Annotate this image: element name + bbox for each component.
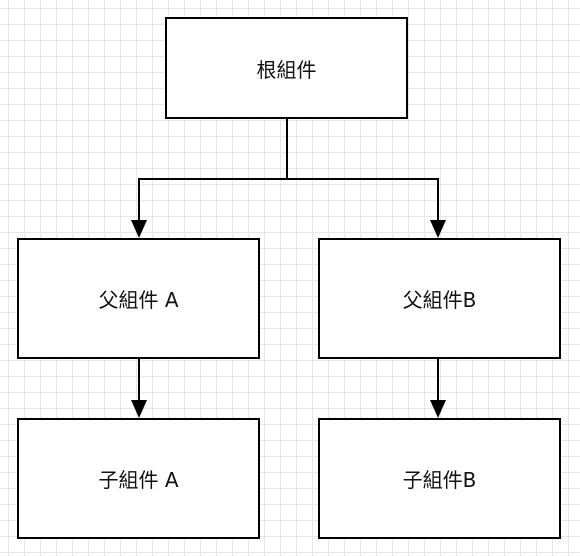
arrowhead-parent-b (430, 220, 446, 238)
edge-root-to-parent-b (287, 178, 439, 222)
arrowhead-child-b (430, 400, 446, 418)
parent-component-b-node[interactable]: 父組件B (318, 238, 561, 359)
parent-component-a-node[interactable]: 父組件 A (17, 238, 260, 359)
parent-component-b-label: 父組件B (402, 288, 477, 312)
child-component-b-label: 子組件B (402, 468, 477, 492)
child-component-a-node[interactable]: 子組件 A (17, 418, 260, 539)
arrowhead-child-a (131, 400, 147, 418)
root-component-node[interactable]: 根組件 (165, 17, 408, 119)
parent-component-a-label: 父組件 A (98, 288, 179, 312)
arrowhead-parent-a (131, 220, 147, 238)
child-component-a-label: 子組件 A (98, 468, 179, 492)
edge-root-to-parent-a (138, 119, 288, 222)
child-component-b-node[interactable]: 子組件B (318, 418, 561, 539)
root-component-label: 根組件 (256, 57, 317, 82)
